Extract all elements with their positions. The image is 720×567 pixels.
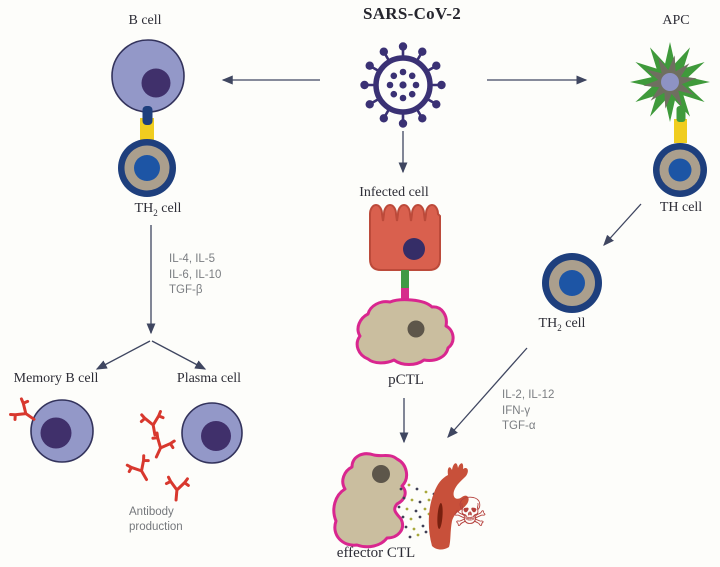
cytokine-line: TGF-α [502, 420, 536, 432]
memory-b-cell [30, 399, 94, 463]
cytotoxic-granules [397, 483, 438, 539]
memory-b-nucleus [40, 417, 72, 449]
apc-nucleus [661, 73, 679, 91]
arrow-fork-to-plasma [151, 340, 207, 370]
plasma-cell [181, 402, 243, 464]
b-cell-nucleus [141, 68, 171, 98]
page-title: SARS-CoV-2 [362, 4, 462, 23]
b-cell [111, 39, 185, 113]
cytokines-right: IL-2, IL-12 IFN-γ TGF-α [502, 388, 554, 435]
virus-icon [360, 42, 446, 128]
infected-pctl-connector [401, 270, 409, 304]
effector-ctl-nucleus [372, 465, 390, 483]
th2-cell-left [118, 139, 176, 197]
th-cell [653, 143, 707, 197]
label-b-cell: B cell [128, 13, 162, 28]
effector-ctl-cell [332, 452, 409, 549]
apc-cell [630, 42, 710, 122]
label-antibody-production: Antibody production [129, 506, 183, 533]
cytokine-line: IL-2, IL-12 [502, 389, 555, 401]
label-plasma-cell: Plasma cell [176, 371, 242, 386]
skull-crossbones-icon: ☠ [452, 490, 488, 536]
label-th2-left: TH2 cell [134, 201, 182, 218]
cytokine-line: IFN-γ [502, 404, 531, 417]
cytokine-line: IL-6, IL-10 [169, 268, 222, 281]
label-th2-right: TH2 cell [538, 316, 586, 333]
apc-th-synapse [674, 106, 687, 143]
label-th-cell: TH cell [659, 200, 703, 215]
infected-cell [369, 204, 441, 271]
b-th2-synapse [140, 106, 154, 142]
th2-cell-right [542, 253, 602, 313]
label-apc: APC [662, 13, 690, 28]
damaged-cell-slit [437, 503, 443, 529]
label-pctl: pCTL [388, 372, 424, 388]
label-effector-ctl: effector CTL [336, 545, 416, 561]
arrow-th-to-th2right [603, 203, 642, 246]
damaged-cell [428, 463, 469, 550]
cytokine-line: IL-4, IL-5 [169, 253, 216, 265]
cytokine-line: TGF-β [169, 284, 203, 296]
label-infected-cell: Infected cell [359, 185, 429, 200]
arrows [95, 75, 642, 444]
pctl-cell [355, 298, 455, 366]
label-memory-b-cell: Memory B cell [13, 371, 99, 386]
cytokines-left: IL-4, IL-5 IL-6, IL-10 TGF-β [169, 252, 221, 299]
arrow-fork-to-memory [95, 340, 151, 370]
pctl-nucleus [407, 320, 425, 338]
arrow-th2right-to-effector [447, 347, 528, 438]
infected-cell-nucleus [403, 238, 425, 260]
plasma-cell-nucleus [201, 421, 231, 451]
